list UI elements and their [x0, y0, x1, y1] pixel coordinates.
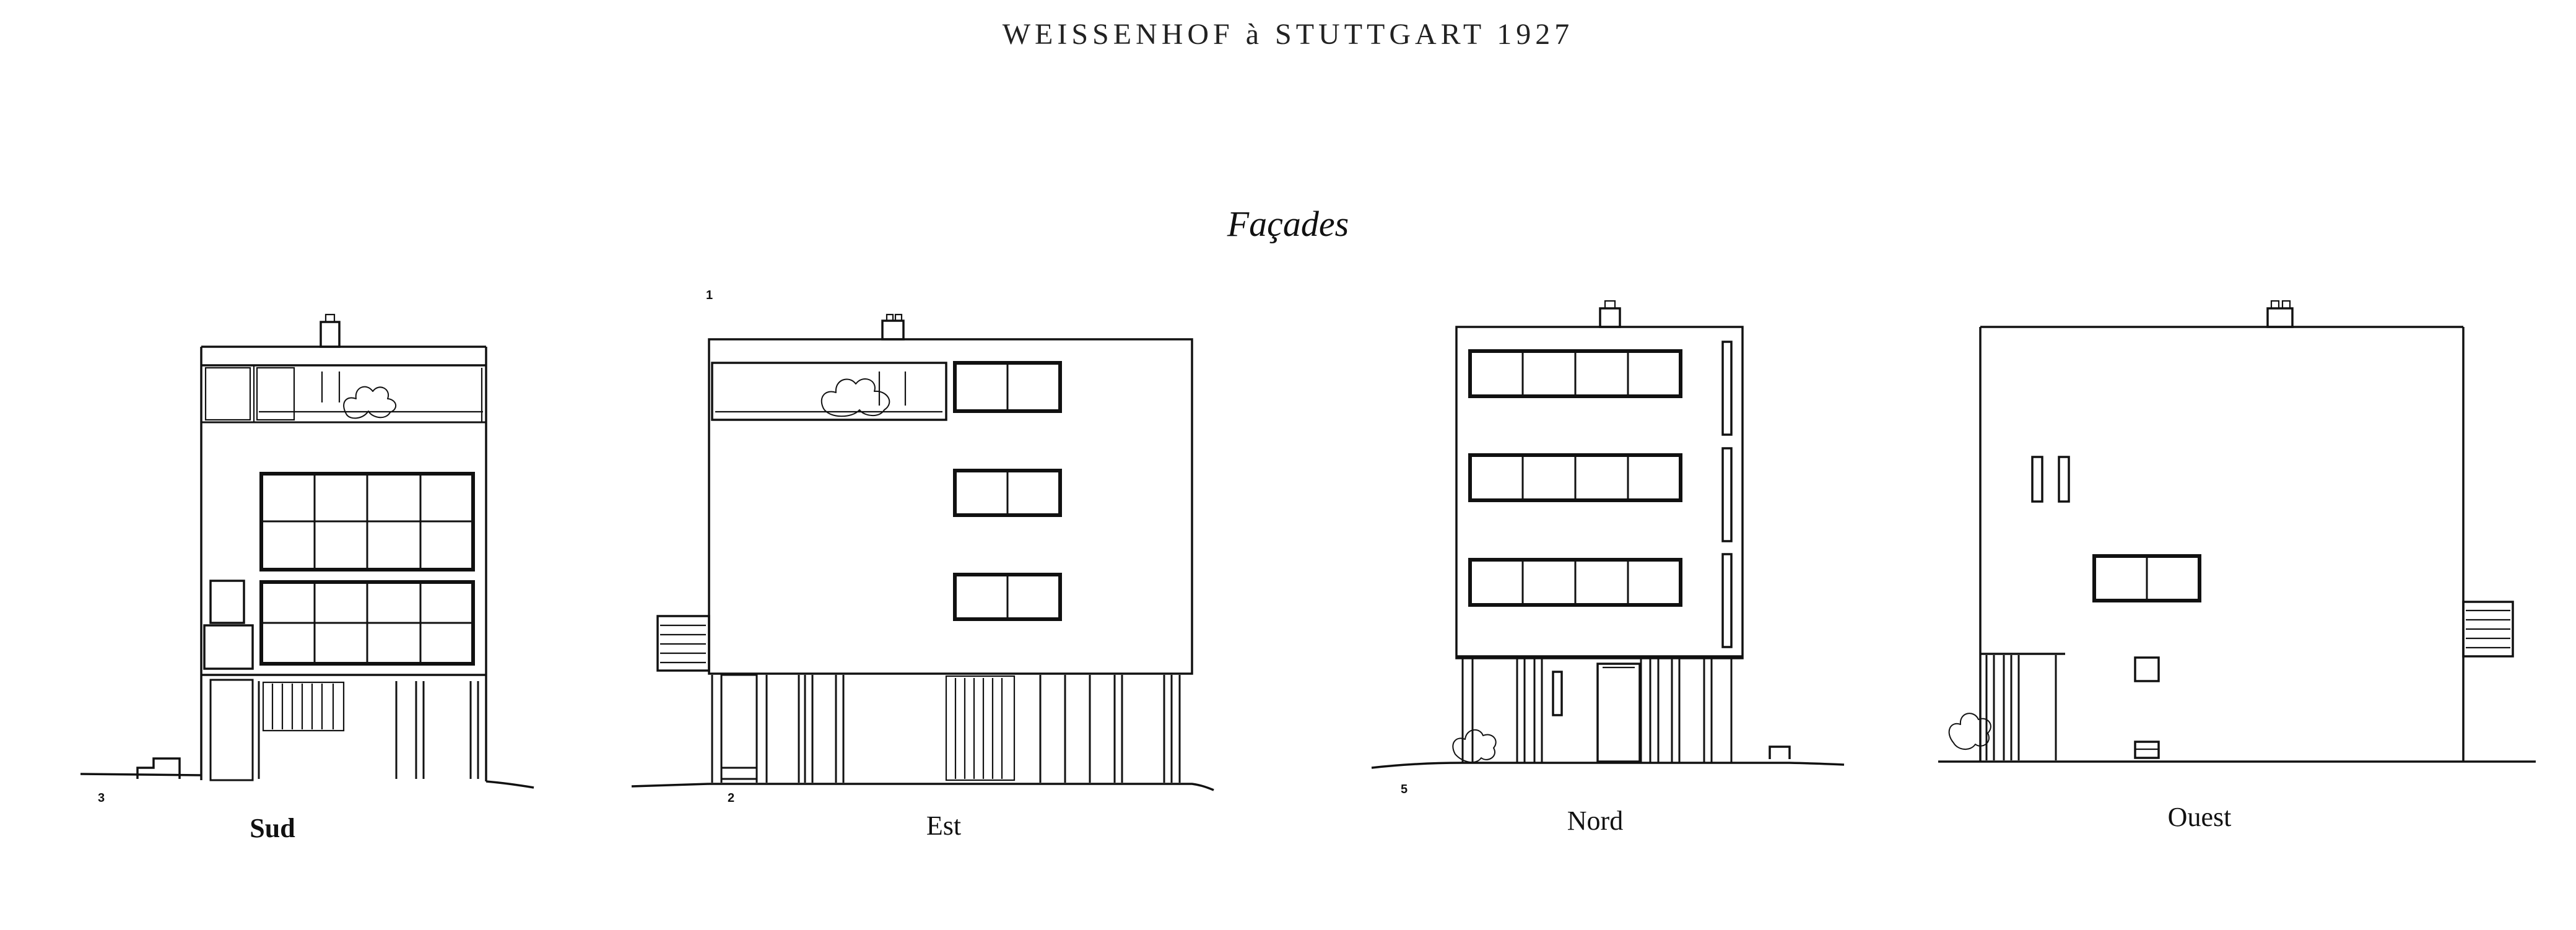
elevation-ouest: [1938, 300, 2536, 763]
nord-ground-line: [1371, 762, 1845, 769]
sud-chimney: [320, 321, 341, 348]
elevation-label-ouest: Ouest: [2167, 802, 2232, 832]
section-title: Façades: [1227, 204, 1349, 244]
sheet-number: 1: [706, 289, 713, 302]
sheet-header-title: WEISSENHOF à STUTTGART 1927: [1002, 18, 1574, 51]
elevation-sud: [80, 313, 534, 789]
nord-outline: [1455, 326, 1744, 659]
sud-tree: [343, 386, 397, 419]
elevation-number-nord: 5: [1401, 783, 1408, 796]
elevation-nord: [1371, 300, 1845, 769]
sud-ground-line: [80, 773, 534, 789]
elevation-number-sud: 3: [98, 791, 105, 805]
nord-chimney: [1599, 307, 1621, 328]
ouest-outline: [1979, 326, 2465, 762]
est-tree: [820, 378, 890, 417]
elevation-label-nord: Nord: [1567, 806, 1624, 836]
sud-outline: [200, 345, 487, 781]
nord-entrance-door: [1596, 663, 1641, 763]
elevation-number-est: 2: [728, 791, 735, 805]
ouest-balcony: [2462, 601, 2514, 658]
ouest-shrub: [1948, 713, 1991, 750]
nord-shrub: [1452, 729, 1497, 763]
est-chimney: [881, 319, 905, 341]
est-ground-line: [631, 783, 1214, 791]
est-balcony: [656, 615, 710, 672]
elevation-label-est: Est: [926, 810, 962, 841]
ouest-chimney: [2266, 307, 2294, 328]
est-outline: [708, 338, 1193, 675]
elevation-est: [631, 313, 1214, 791]
elevation-label-sud: Sud: [250, 813, 295, 843]
